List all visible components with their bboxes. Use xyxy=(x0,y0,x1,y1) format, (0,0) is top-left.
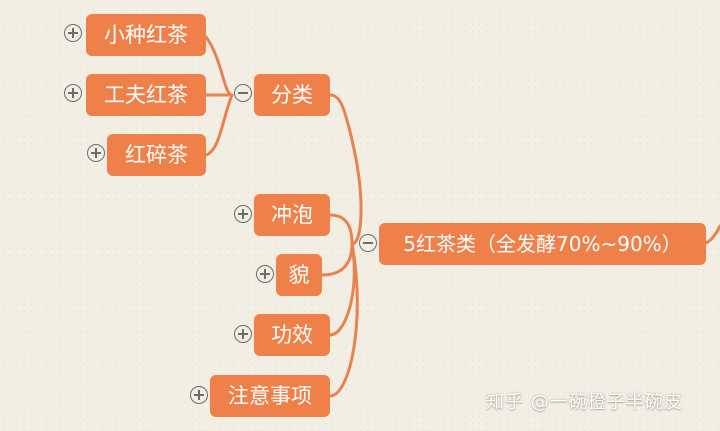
connector-root-right xyxy=(704,224,720,245)
collapse-toggle-icon[interactable] xyxy=(359,234,377,252)
connector-root-mao xyxy=(320,242,354,277)
node-fenlei[interactable]: 分类 xyxy=(254,74,330,116)
expand-toggle-icon[interactable] xyxy=(64,84,82,102)
node-chongpao[interactable]: 冲泡 xyxy=(254,194,330,236)
connector-fenlei-xiaozhong xyxy=(204,35,234,97)
collapse-toggle-icon[interactable] xyxy=(234,84,252,102)
connector-fenlei-hongsui xyxy=(204,93,234,157)
expand-toggle-icon[interactable] xyxy=(87,144,105,162)
watermark: 知乎 @一碗橙子半碗皮 xyxy=(486,392,683,413)
node-mao[interactable]: 貌 xyxy=(276,254,322,296)
node-xiaozhong-hongcha[interactable]: 小种红茶 xyxy=(86,14,206,56)
node-zhuyi-shixiang[interactable]: 注意事项 xyxy=(210,375,330,417)
node-hongsui-cha[interactable]: 红碎茶 xyxy=(107,134,206,176)
expand-toggle-icon[interactable] xyxy=(190,386,208,404)
node-root-hongcha[interactable]: 5红茶类（全发酵70%~90%） xyxy=(379,223,706,265)
node-gongxiao[interactable]: 功效 xyxy=(254,314,330,356)
expand-toggle-icon[interactable] xyxy=(234,205,252,223)
connector-root-zhuyi xyxy=(328,242,359,398)
node-gongfu-hongcha[interactable]: 工夫红茶 xyxy=(86,74,206,116)
connector-root-fenlei xyxy=(328,93,363,246)
expand-toggle-icon[interactable] xyxy=(256,265,274,283)
expand-toggle-icon[interactable] xyxy=(64,24,82,42)
connector-root-chongpao xyxy=(328,213,354,246)
expand-toggle-icon[interactable] xyxy=(234,325,252,343)
